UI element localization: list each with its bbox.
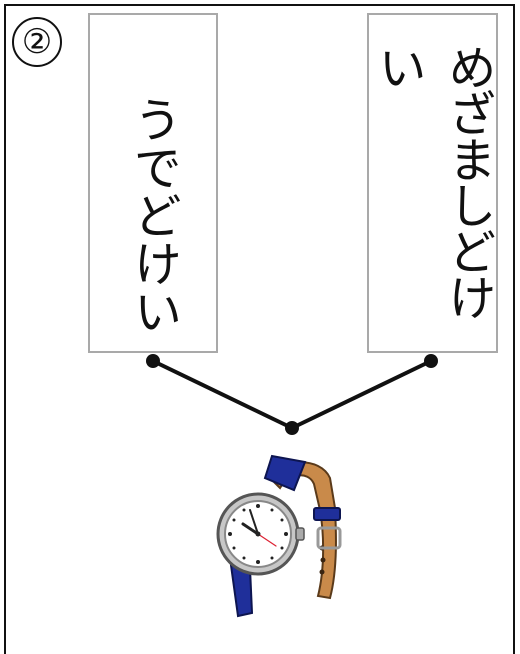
choice-card-right[interactable]: めざましどけい: [367, 13, 498, 353]
choice-label-left: うでどけい: [125, 95, 181, 335]
question-number: ②: [12, 17, 62, 67]
choice-label-right: めざましどけい: [369, 43, 496, 319]
dot-picture[interactable]: [285, 421, 299, 435]
dot-left[interactable]: [146, 354, 160, 368]
wristwatch-icon: [216, 454, 342, 618]
connector-line-right: [291, 359, 432, 430]
connector-line-left: [152, 359, 293, 430]
dot-right[interactable]: [424, 354, 438, 368]
choice-card-left[interactable]: うでどけい: [88, 13, 218, 353]
worksheet-frame: [4, 4, 515, 654]
